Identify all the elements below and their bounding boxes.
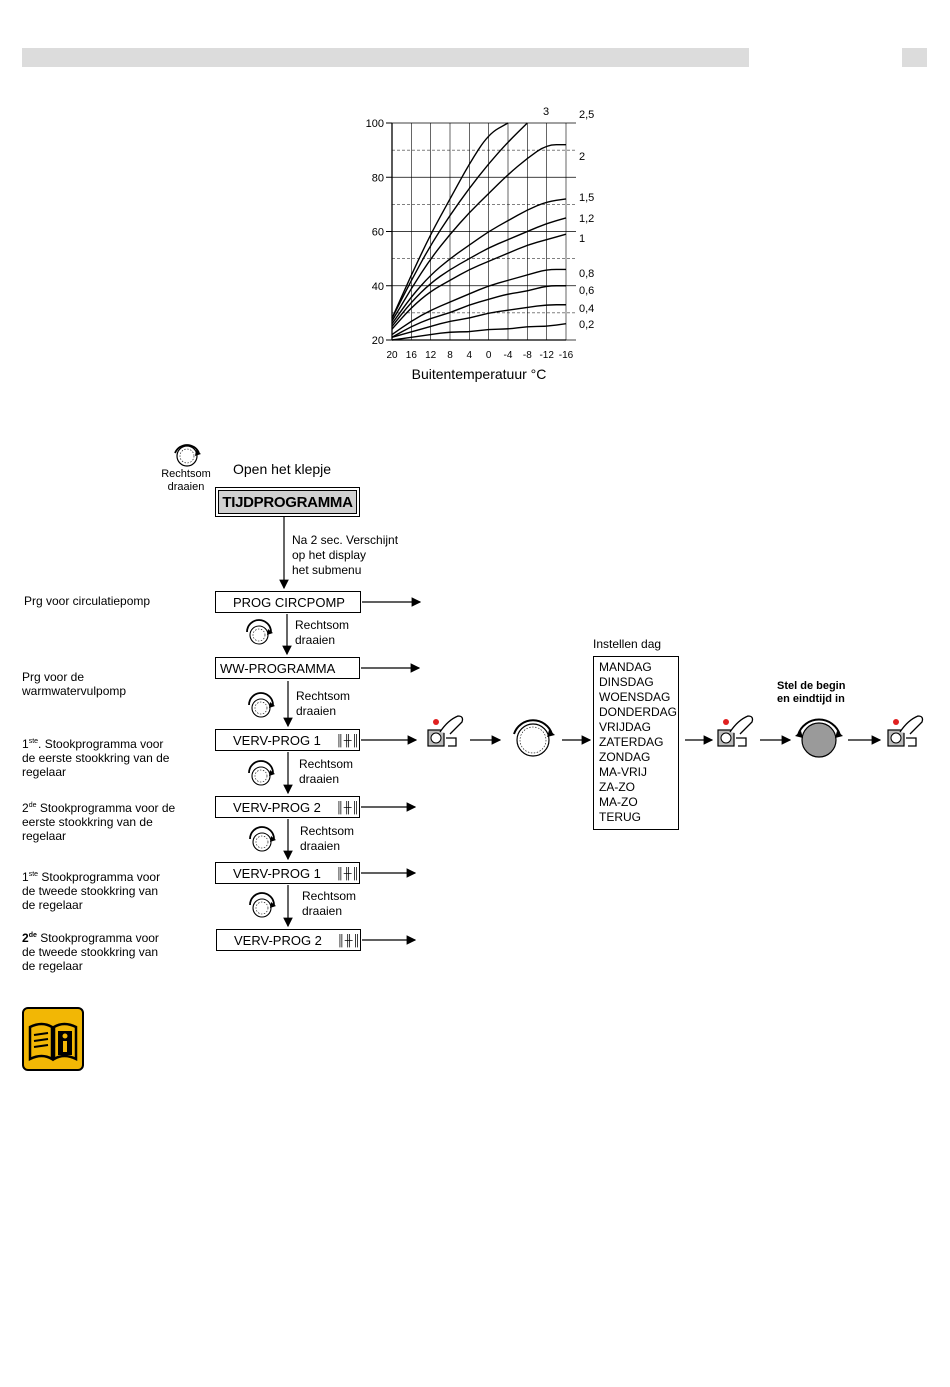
display-verv-prog-1-kring-2: VERV-PROG 1 ║╫║2 (215, 862, 360, 884)
after-2-sec-label: Na 2 sec. Verschijnt op het display het … (292, 533, 399, 577)
day-item: ZA-ZO (599, 780, 635, 794)
y-tick-label: 40 (372, 281, 384, 293)
turn-label-4: Rechtsom draaien (300, 824, 355, 853)
day-item: DONDERDAG (599, 705, 678, 719)
tijdprogramma-display: TIJDPROGRAMMA (215, 487, 360, 517)
tijdprogramma-text: TIJDPROGRAMMA (218, 490, 357, 514)
turn-label-1: Rechtsom draaien (295, 618, 350, 647)
series-line (391, 144, 566, 322)
series-line (391, 323, 567, 341)
press-button-icon (884, 714, 930, 757)
series-label: 3 (543, 106, 549, 118)
side-label-3: 1ste. Stookprogramma voor de eerste stoo… (22, 737, 170, 779)
header-bar-small (902, 48, 927, 67)
rotate-knob-icon-large (505, 712, 561, 767)
x-tick-label: -8 (523, 350, 532, 361)
series-label: 2,5 (579, 109, 594, 121)
day-item: MA-VRIJ (599, 765, 647, 779)
x-tick-label: 0 (486, 350, 492, 361)
day-item: MA-ZO (599, 795, 638, 809)
rotate-knob-icon (246, 892, 278, 925)
series-label: 0,2 (579, 319, 594, 331)
rotate-knob-icon (243, 619, 275, 652)
day-item: MANDAG (599, 660, 652, 674)
series-label: 1,2 (579, 213, 594, 225)
rotate-knob-icon (246, 826, 278, 859)
x-tick-label: -16 (559, 350, 574, 361)
open-klepje-label: Open het klepje (233, 461, 332, 477)
series-line (391, 217, 567, 327)
series-line (391, 122, 528, 319)
radiator-icon: ║╫║2 (336, 868, 360, 880)
rotate-knob-icon (245, 760, 277, 793)
side-label-4: 2de Stookprogramma voor de eerste stookk… (22, 801, 176, 843)
day-item: ZATERDAG (599, 735, 664, 749)
side-label-1: Prg voor circulatiepomp (24, 594, 151, 608)
turn-label-top: Rechtsom draaien (161, 468, 211, 493)
day-list: MANDAG DINSDAG WOENSDAG DONDERDAG VRIJDA… (593, 656, 679, 830)
day-item: WOENSDAG (599, 690, 671, 704)
radiator-icon: ║╫║1 (336, 802, 360, 814)
display-ww-programma: WW-PROGRAMMA (215, 657, 360, 679)
series-label: 0,6 (579, 285, 594, 297)
day-item: DINSDAG (599, 675, 654, 689)
side-label-5: 1ste Stookprogramma voor de tweede stook… (22, 870, 161, 912)
rotate-knob-icon-top (170, 440, 204, 475)
y-tick-label: 60 (372, 227, 384, 239)
x-tick-label: 8 (447, 350, 453, 361)
stel-begin-eindtijd-label: Stel de begin en eindtijd in (777, 680, 846, 705)
turn-label-2: Rechtsom draaien (296, 689, 351, 718)
rotate-knob-icon (245, 692, 277, 725)
series-line (391, 304, 566, 338)
radiator-icon: ║╫║1 (336, 735, 360, 747)
x-tick-label: 12 (425, 350, 437, 361)
display-verv-prog-1-kring-1: VERV-PROG 1 ║╫║1 (215, 729, 360, 751)
series-label: 1 (579, 233, 585, 245)
series-label: 0,8 (579, 268, 594, 280)
x-tick-label: -4 (504, 350, 513, 361)
flow-connectors (279, 517, 882, 945)
info-book-icon (22, 1007, 84, 1076)
series-line (391, 198, 567, 325)
x-tick-label: 4 (467, 350, 473, 361)
press-button-icon (714, 714, 760, 757)
instellen-dag-label: Instellen dag (593, 637, 662, 651)
series-label: 1,5 (579, 192, 594, 204)
display-verv-prog-2-kring-1: VERV-PROG 2 ║╫║1 (215, 796, 360, 818)
x-tick-label: 16 (406, 350, 418, 361)
x-axis-label: Buitentemperatuur °C (412, 366, 547, 382)
series-label: 2 (579, 151, 585, 163)
turn-label-3: Rechtsom draaien (299, 757, 354, 786)
series-line (391, 233, 567, 330)
day-item: VRIJDAG (599, 720, 652, 734)
y-tick-label: 20 (372, 335, 384, 347)
series-line (391, 285, 566, 338)
side-label-2: Prg voor de warmwatervulpomp (22, 670, 127, 698)
radiator-icon: ║╫║2 (337, 935, 361, 947)
display-verv-prog-2-kring-2: VERV-PROG 2 ║╫║2 (216, 929, 361, 951)
x-tick-label: -12 (539, 350, 554, 361)
series-line (391, 268, 566, 336)
press-button-icon (424, 714, 470, 757)
side-label-6: 2de Stookprogramma voor de tweede stookk… (22, 931, 159, 973)
series-line (391, 122, 509, 319)
series-label: 0,4 (579, 303, 594, 315)
day-item: TERUG (599, 810, 641, 824)
y-tick-label: 100 (366, 118, 384, 130)
y-tick-label: 80 (372, 172, 384, 184)
turn-label-5: Rechtsom draaien (302, 889, 357, 918)
day-item: ZONDAG (599, 750, 651, 764)
rotate-knob-icon-bidirectional (790, 709, 848, 768)
display-prog-circpomp: PROG CIRCPOMP (215, 591, 361, 613)
header-bar (22, 48, 749, 67)
x-tick-label: 20 (386, 350, 398, 361)
